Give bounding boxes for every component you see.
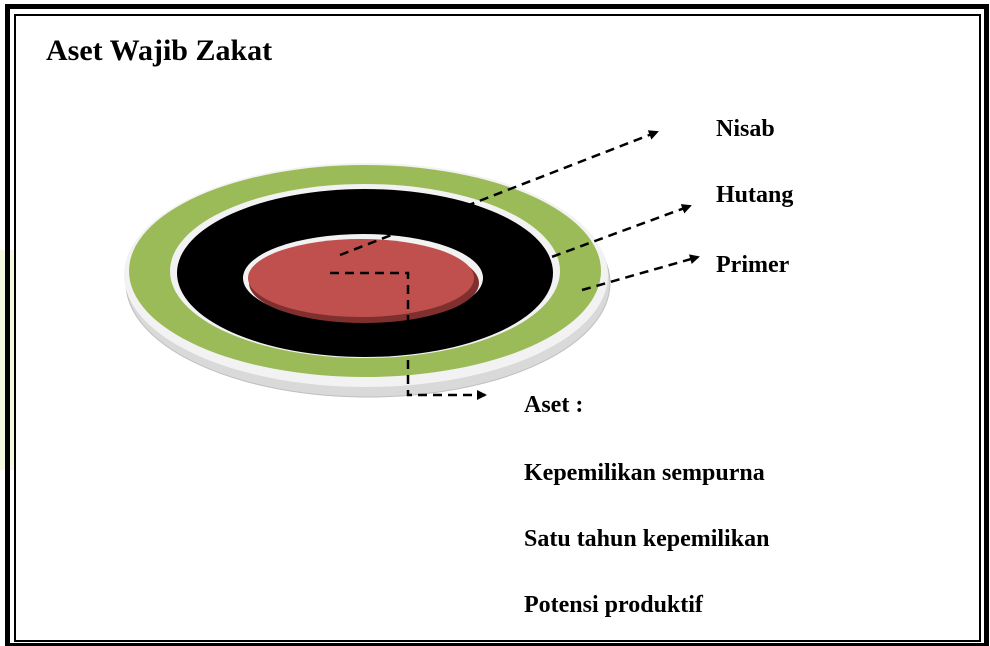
primer-label: Primer (716, 252, 789, 279)
primer-core (248, 239, 474, 317)
criteria-item: Satu tahun kepemilikan (524, 526, 769, 553)
nisab-label: Nisab (716, 116, 775, 143)
hutang-label: Hutang (716, 182, 793, 209)
aset-heading: Aset : (524, 392, 583, 419)
diagram-title: Aset Wajib Zakat (46, 34, 272, 68)
criteria-item: Potensi produktif (524, 592, 703, 619)
criteria-item: Kepemilikan sempurna (524, 460, 765, 487)
